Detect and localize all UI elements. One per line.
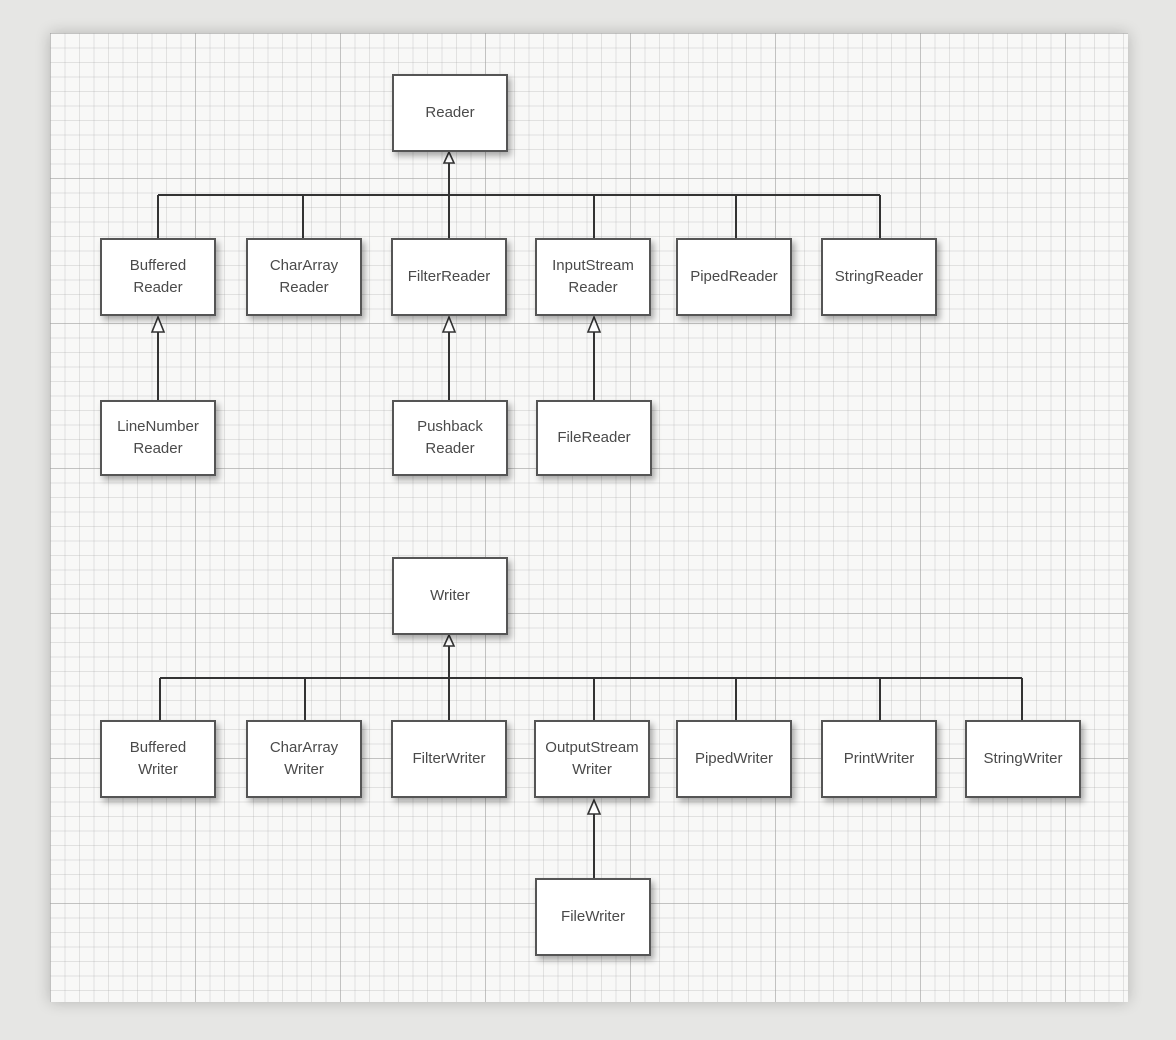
piped-writer-label: PipedWriter: [694, 750, 774, 767]
buffered-writer-label: Buffered Writer: [129, 739, 187, 778]
piped-reader-label: PipedReader: [690, 268, 778, 285]
file-reader-box: FileReader: [536, 400, 652, 476]
arrowhead-reader: [442, 150, 456, 164]
outputstream-writer-box: OutputStream Writer: [534, 720, 650, 798]
writer-box: Writer: [392, 557, 508, 635]
chararray-reader-label: CharArray Reader: [269, 257, 339, 296]
filter-writer-label: FilterWriter: [412, 750, 486, 767]
inputstream-reader-box: InputStream Reader: [535, 238, 651, 316]
reader-label: Reader: [425, 104, 475, 121]
linenumber-reader-box: LineNumber Reader: [100, 400, 216, 476]
arrowhead-inputstream-reader: [586, 314, 602, 333]
arrowhead-writer: [442, 633, 456, 647]
pushback-reader-label: Pushback Reader: [417, 418, 483, 457]
print-writer-label: PrintWriter: [843, 750, 915, 767]
buffered-reader-box: Buffered Reader: [100, 238, 216, 316]
buffered-writer-box: Buffered Writer: [100, 720, 216, 798]
arrowhead-buffered-reader: [150, 314, 166, 333]
chararray-writer-label: CharArray Writer: [269, 739, 339, 778]
chararray-reader-box: CharArray Reader: [246, 238, 362, 316]
file-writer-box: FileWriter: [535, 878, 651, 956]
filter-reader-box: FilterReader: [391, 238, 507, 316]
arrowhead-outputstream-writer: [586, 797, 602, 815]
chararray-writer-box: CharArray Writer: [246, 720, 362, 798]
string-writer-label: StringWriter: [983, 750, 1063, 767]
filter-reader-label: FilterReader: [407, 268, 491, 285]
outputstream-writer-label: OutputStream Writer: [545, 739, 639, 778]
string-reader-box: StringReader: [821, 238, 937, 316]
pushback-reader-box: Pushback Reader: [392, 400, 508, 476]
piped-writer-box: PipedWriter: [676, 720, 792, 798]
print-writer-box: PrintWriter: [821, 720, 937, 798]
buffered-reader-label: Buffered Reader: [129, 257, 187, 296]
inputstream-reader-label: InputStream Reader: [552, 257, 634, 296]
file-reader-label: FileReader: [557, 429, 631, 446]
filter-writer-box: FilterWriter: [391, 720, 507, 798]
writer-label: Writer: [430, 587, 470, 604]
string-reader-label: StringReader: [834, 268, 924, 285]
piped-reader-box: PipedReader: [676, 238, 792, 316]
linenumber-reader-label: LineNumber Reader: [117, 418, 199, 457]
reader-box: Reader: [392, 74, 508, 152]
string-writer-box: StringWriter: [965, 720, 1081, 798]
file-writer-label: FileWriter: [561, 908, 625, 925]
arrowhead-filter-reader: [441, 314, 457, 333]
